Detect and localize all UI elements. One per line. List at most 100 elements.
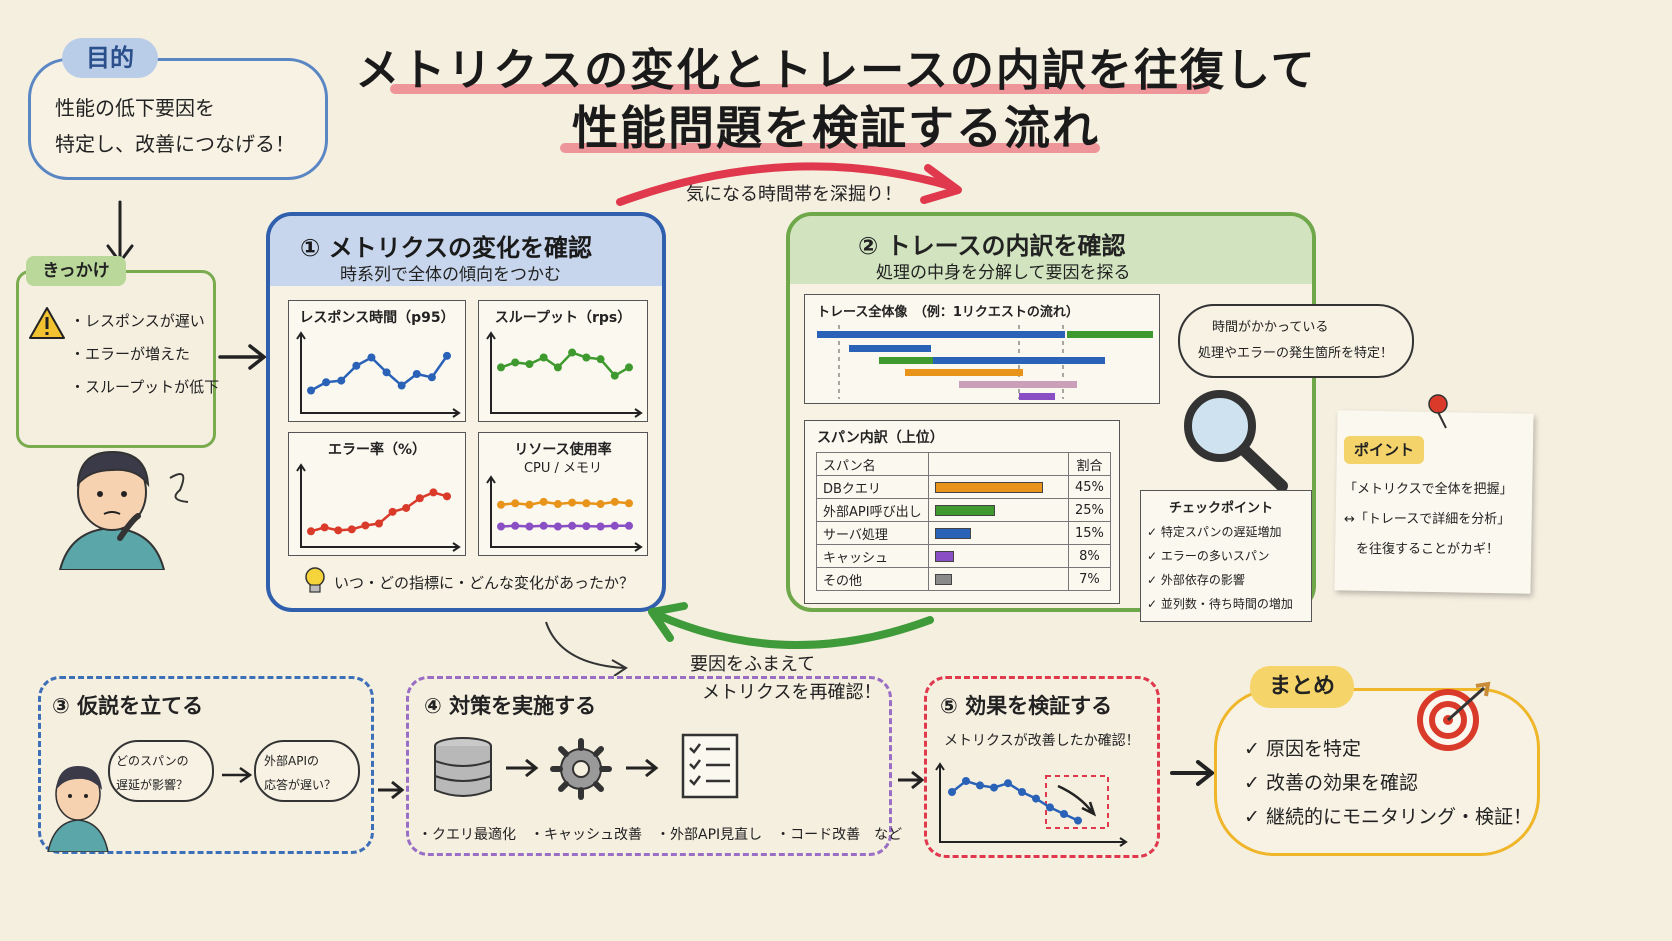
trace-span-bar — [959, 381, 1077, 388]
step4-title: ④ 対策を実施する — [424, 694, 597, 718]
trend-arrow — [1057, 784, 1097, 817]
data-point — [525, 360, 534, 369]
bottom-arrow-label-2: メトリクスを再確認！ — [702, 682, 882, 703]
data-point — [568, 521, 577, 530]
data-point — [525, 522, 534, 531]
data-point — [337, 376, 346, 385]
summary-label: まとめ — [1250, 666, 1354, 708]
data-point — [610, 371, 619, 380]
goal-text-1: 性能の低下要因を — [55, 96, 215, 120]
page-title-line2: 性能問題を検証する流れ — [572, 101, 1100, 155]
span-name: キャッシュ — [816, 544, 929, 568]
step2-title: ② トレースの内訳を確認 — [858, 232, 1126, 260]
checkpoint-4: ✓ 並列数・待ち時間の増加 — [1147, 597, 1293, 611]
data-point — [497, 500, 505, 509]
chart-axis-arrow — [634, 408, 643, 418]
chart-title-response: レスポンス時間（p95） — [299, 310, 455, 326]
target-icon — [1417, 681, 1491, 751]
step2-header — [790, 216, 1312, 284]
span-ratio: 8% — [1068, 544, 1111, 568]
span-header-ratio: 割合 — [1068, 452, 1111, 476]
data-point — [1018, 788, 1026, 796]
data-point — [443, 492, 451, 501]
span-bar-cell — [928, 544, 1069, 568]
span-row: キャッシュ 8% — [816, 544, 1111, 568]
data-point — [320, 523, 329, 532]
step3-title: ③ 仮説を立てる — [52, 694, 204, 718]
checkpoint-1: ✓ 特定スパンの遅延増加 — [1147, 525, 1282, 539]
span-bar-cell — [928, 498, 1069, 522]
step4-arrow-2 — [626, 758, 659, 778]
span-name: その他 — [816, 567, 929, 591]
checklist-icon — [681, 733, 739, 799]
response-time-chart — [296, 331, 461, 418]
chart-subtitle-resource: CPU / メモリ — [523, 461, 603, 476]
data-point — [497, 363, 505, 372]
chart-axis-arrow — [634, 542, 643, 552]
data-point — [582, 499, 591, 508]
span-name: DBクエリ — [816, 475, 929, 499]
data-point — [553, 522, 562, 531]
data-point — [1074, 816, 1082, 825]
bottom-flow-arrow — [648, 602, 934, 650]
step5-box — [924, 676, 1160, 858]
span-bar — [935, 550, 955, 562]
chart-axis — [939, 764, 1126, 843]
series-line — [310, 355, 449, 392]
data-point — [625, 521, 633, 530]
step3-box — [38, 676, 374, 854]
data-point — [412, 370, 421, 378]
point-label: ポイント — [1344, 436, 1424, 464]
throughput-chart — [486, 331, 643, 418]
trace-span-bar — [1019, 393, 1055, 400]
data-point — [1046, 803, 1054, 812]
data-point — [525, 500, 534, 509]
chart-title-resource: リソース使用率 — [514, 442, 612, 458]
data-point — [625, 363, 633, 372]
step1-footer: いつ・どの指標に・どんな変化があったか？ — [334, 574, 635, 592]
error-rate-chart — [296, 463, 461, 552]
step5-subtitle: メトリクスが改善したか確認！ — [944, 733, 1140, 749]
chart-card-error: エラー率（%） — [288, 432, 466, 556]
step4-items: ・クエリ最適化 ・キャッシュ改善 ・外部API見直し ・コード改善 など — [418, 827, 903, 843]
chart-axis-arrow — [486, 331, 496, 340]
span-header-name: スパン名 — [816, 452, 929, 476]
span-name: サーバ処理 — [816, 521, 929, 545]
trace-span-bar — [817, 331, 1065, 338]
chart-card-resource: リソース使用率 CPU / メモリ — [478, 432, 648, 556]
data-point — [539, 497, 548, 506]
summary-item-3: ✓ 継続的にモニタリング・検証！ — [1244, 806, 1532, 828]
data-point — [402, 503, 411, 512]
data-point — [596, 355, 605, 364]
trigger-item-3: ・スループットが低下 — [70, 378, 220, 396]
hypothesis-1-text-1: どのスパンの — [116, 754, 189, 768]
data-point — [307, 527, 315, 536]
trace-overview-title: トレース全体像 （例：1リクエストの流れ） — [817, 305, 1079, 320]
goal-cloud — [28, 58, 328, 180]
data-point — [511, 499, 520, 508]
point-text-3: を往復することがカギ！ — [1356, 542, 1500, 557]
summary-cloud — [1214, 688, 1540, 856]
chart-axis-arrow — [486, 475, 496, 484]
trace-bubble — [1178, 304, 1414, 378]
data-point — [990, 783, 998, 792]
chart-title-throughput: スループット（rps） — [494, 310, 632, 326]
series-line — [500, 351, 630, 378]
trace-span-bar — [879, 357, 933, 364]
bottom-arrow-label-1: 要因をふまえて — [690, 654, 816, 675]
series-line — [500, 524, 629, 528]
chart-axis-arrow — [296, 331, 306, 340]
warning-icon — [29, 307, 65, 339]
trigger-item-1: ・レスポンスが遅い — [70, 312, 205, 330]
chart-card-throughput: スループット（rps） — [478, 300, 648, 422]
trace-span-bar — [933, 357, 1105, 364]
hypothesis-arrow — [222, 766, 253, 784]
step5-title: ⑤ 効果を検証する — [940, 694, 1113, 718]
data-point — [582, 353, 591, 362]
data-point — [347, 525, 356, 534]
span-bar-cell — [928, 475, 1069, 499]
data-point — [610, 497, 619, 506]
